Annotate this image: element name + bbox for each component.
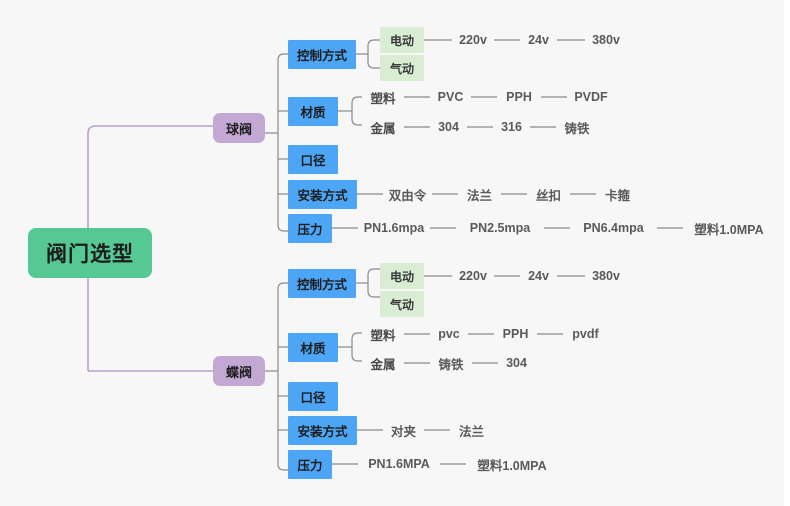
category-node-koujing-top[interactable]: 口径: [288, 145, 338, 174]
category-node-anzhuangfangshi-bottom[interactable]: 安装方式: [288, 416, 357, 445]
value-node-pvdf-top[interactable]: PVDF: [574, 90, 608, 104]
value-node-pph-bottom[interactable]: PPH: [502, 327, 529, 341]
value-node-kagu[interactable]: 卡箍: [604, 188, 630, 203]
value-node-falan-top[interactable]: 法兰: [466, 188, 492, 203]
value-node-304-top[interactable]: 304: [438, 120, 459, 134]
value-node-316-top[interactable]: 316: [501, 120, 522, 134]
text-node-suliao-top[interactable]: 塑料: [370, 91, 396, 106]
leaf-node-diandong-top[interactable]: 电动: [380, 27, 424, 53]
value-node-380v-top[interactable]: 380v: [592, 33, 620, 47]
branch-node-diefa[interactable]: 蝶阀: [213, 356, 265, 386]
value-node-220v-bottom[interactable]: 220v: [459, 269, 487, 283]
value-node-pph-top[interactable]: PPH: [506, 90, 532, 104]
root-node[interactable]: 阀门选型: [28, 228, 152, 278]
category-node-caizhi-bottom[interactable]: 材质: [288, 333, 338, 362]
category-node-caizhi-top[interactable]: 材质: [288, 97, 338, 126]
category-node-koujing-bottom[interactable]: 口径: [288, 382, 338, 411]
value-node-pvdf-bottom[interactable]: pvdf: [572, 327, 599, 341]
value-node-pvc-bottom[interactable]: pvc: [438, 327, 460, 341]
value-node-duijia[interactable]: 对夹: [390, 424, 416, 439]
value-node-pn16mpa-bottom[interactable]: PN1.6MPA: [368, 457, 430, 471]
category-node-yali-bottom[interactable]: 压力: [288, 450, 332, 479]
category-node-anzhuangfangshi-top[interactable]: 安装方式: [288, 180, 357, 209]
category-node-kongzhifangshi-top[interactable]: 控制方式: [288, 40, 356, 69]
value-node-shuangyouling[interactable]: 双由令: [388, 188, 427, 203]
right-margin: [784, 0, 790, 506]
value-node-falan-bottom[interactable]: 法兰: [458, 424, 484, 439]
value-node-zhutie-bottom[interactable]: 铸铁: [438, 357, 464, 372]
category-node-yali-top[interactable]: 压力: [288, 214, 332, 243]
value-node-suliao10mpa-bottom[interactable]: 塑料1.0MPA: [477, 458, 547, 473]
value-node-220v-top[interactable]: 220v: [459, 33, 487, 47]
leaf-node-qidong-bottom[interactable]: 气动: [380, 291, 424, 317]
value-node-380v-bottom[interactable]: 380v: [592, 269, 620, 283]
text-node-suliao-bottom[interactable]: 塑料: [370, 328, 396, 343]
value-node-pvc-top[interactable]: PVC: [437, 90, 464, 104]
leaf-node-qidong-top[interactable]: 气动: [380, 55, 424, 81]
value-node-24v-top[interactable]: 24v: [528, 33, 549, 47]
leaf-node-diandong-bottom[interactable]: 电动: [380, 263, 424, 289]
value-node-24v-bottom[interactable]: 24v: [528, 269, 549, 283]
value-node-pn16mpa-top[interactable]: PN1.6mpa: [363, 221, 425, 235]
branch-node-qiufa[interactable]: 球阀: [213, 113, 265, 143]
value-node-pn64mpa-top[interactable]: PN6.4mpa: [583, 221, 644, 235]
text-node-jinshu-top[interactable]: 金属: [370, 121, 396, 136]
category-node-kongzhifangshi-bottom[interactable]: 控制方式: [288, 269, 356, 298]
value-node-sikou[interactable]: 丝扣: [535, 188, 561, 203]
value-node-zhutie-top[interactable]: 铸铁: [564, 121, 590, 136]
value-node-304-bottom[interactable]: 304: [506, 356, 527, 370]
text-node-jinshu-bottom[interactable]: 金属: [370, 357, 396, 372]
value-node-pn25mpa-top[interactable]: PN2.5mpa: [469, 221, 531, 235]
value-node-suliao10mpa-top[interactable]: 塑料1.0MPA: [694, 222, 764, 237]
